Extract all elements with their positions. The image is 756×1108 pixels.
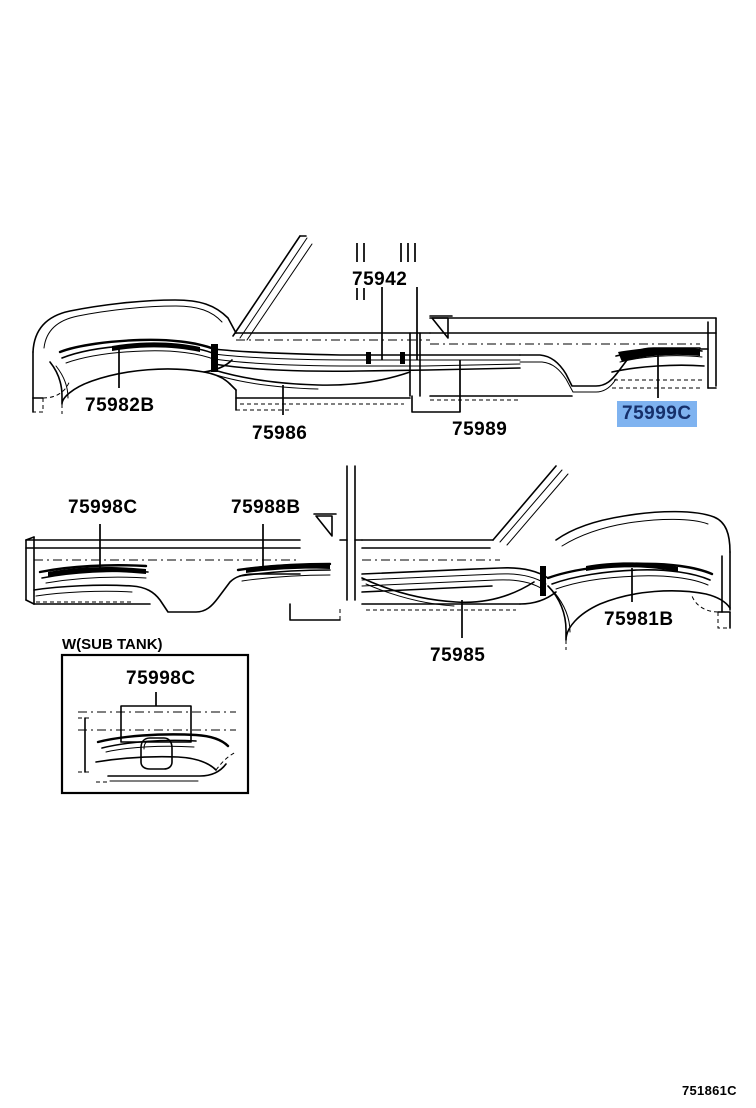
callout-inset-75998C[interactable]: 75998C: [126, 668, 196, 689]
sub-tank-inset-art: [60, 653, 250, 795]
upper-leader-lines: [118, 243, 659, 415]
sheet-code: 751861C: [682, 1083, 737, 1098]
callout-75999C-selected[interactable]: 75999C: [617, 401, 697, 427]
sub-tank-inset-title: W(SUB TANK): [62, 636, 163, 653]
callout-75982B[interactable]: 75982B: [85, 395, 155, 416]
upper-side-stripe-fan: [213, 348, 521, 390]
callout-75986[interactable]: 75986: [252, 423, 308, 444]
callout-75981B[interactable]: 75981B: [604, 609, 674, 630]
callout-75989[interactable]: 75989: [452, 419, 508, 440]
callout-75988B[interactable]: 75988B: [231, 497, 301, 518]
upper-vehicle-outline: [32, 235, 717, 414]
lower-leader-lines: [99, 524, 633, 638]
callout-75942[interactable]: 75942: [352, 269, 408, 290]
lower-side-stripe-fan: [361, 567, 549, 607]
callout-75985[interactable]: 75985: [430, 645, 486, 666]
lower-vehicle-outline: [25, 465, 731, 650]
callout-75998C[interactable]: 75998C: [68, 497, 138, 518]
